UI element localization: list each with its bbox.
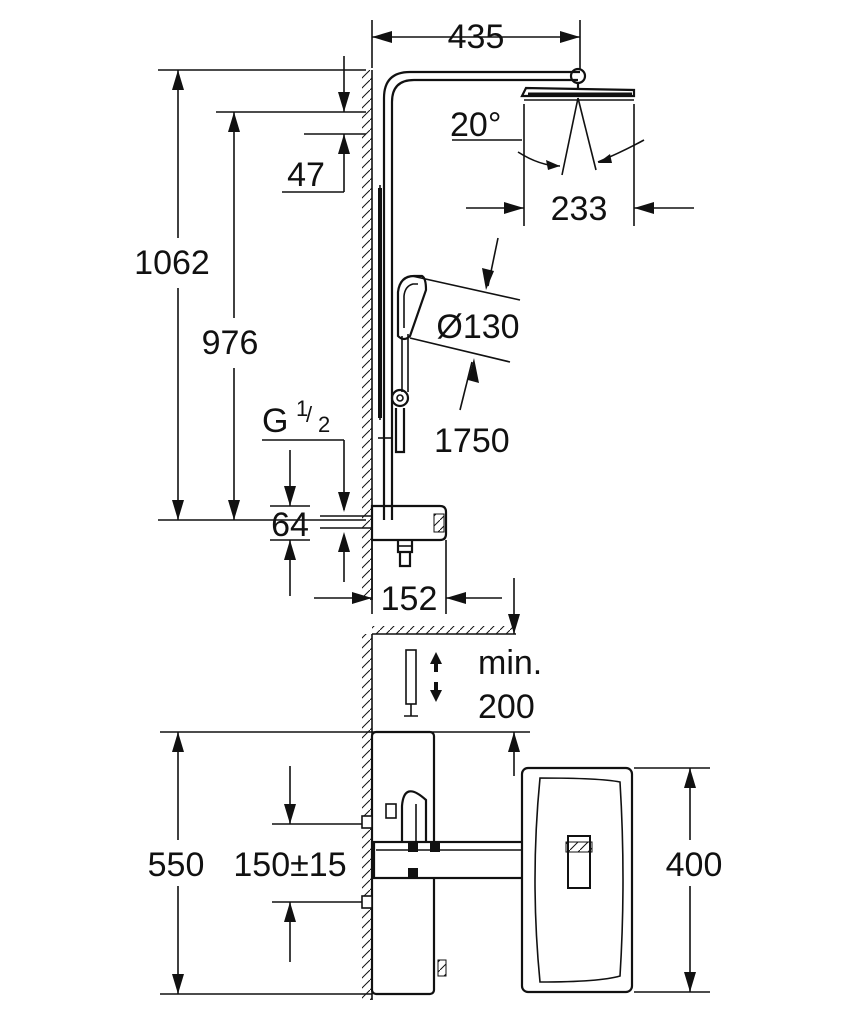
dim-1062 [158,69,366,521]
thread-denominator: 2 [318,412,330,437]
label-1062: 1062 [134,244,210,282]
dim-152 [314,540,502,614]
label-550: 550 [148,846,205,884]
dim-150 [272,766,362,962]
label-400: 400 [666,846,723,884]
thread-numerator: 1 [296,396,308,421]
side-elevation [158,20,694,614]
dim-47 [282,56,366,193]
dim-400 [684,768,696,992]
label-1750: 1750 [434,422,510,460]
dim-64 [270,450,350,596]
min-200-indicator [160,578,530,776]
hand-shower [378,274,428,454]
dim-976 [216,111,366,520]
dim-550 [172,732,184,994]
shower-column [378,70,580,520]
label-976: 976 [202,324,259,362]
label-angle: 20° [450,106,501,144]
label-64: 64 [271,506,309,544]
label-diameter: Ø130 [436,308,519,346]
label-thread: G 1 / 2 [262,396,330,440]
head-shower-top [520,766,710,994]
label-min: min. [478,644,542,682]
thread-g: G [262,402,288,440]
inlet-pipes [320,515,372,529]
dim-233 [466,104,694,226]
installation-view [160,578,710,1000]
dim-diameter-130 [409,237,521,411]
spray-angle [452,97,645,176]
labels: 435 20° 233 1062 976 47 Ø130 1750 G 1 / … [134,18,722,884]
label-435: 435 [448,18,505,56]
dim-435 [371,20,581,70]
overhead-shower [520,67,636,101]
label-47: 47 [287,156,325,194]
thread-leader [262,439,350,512]
label-152: 152 [381,580,438,618]
label-233: 233 [551,190,608,228]
label-min-value: 200 [478,688,535,726]
thread-slash: / [306,402,313,427]
label-150: 150±15 [233,846,346,884]
thermostat-top [370,504,448,568]
